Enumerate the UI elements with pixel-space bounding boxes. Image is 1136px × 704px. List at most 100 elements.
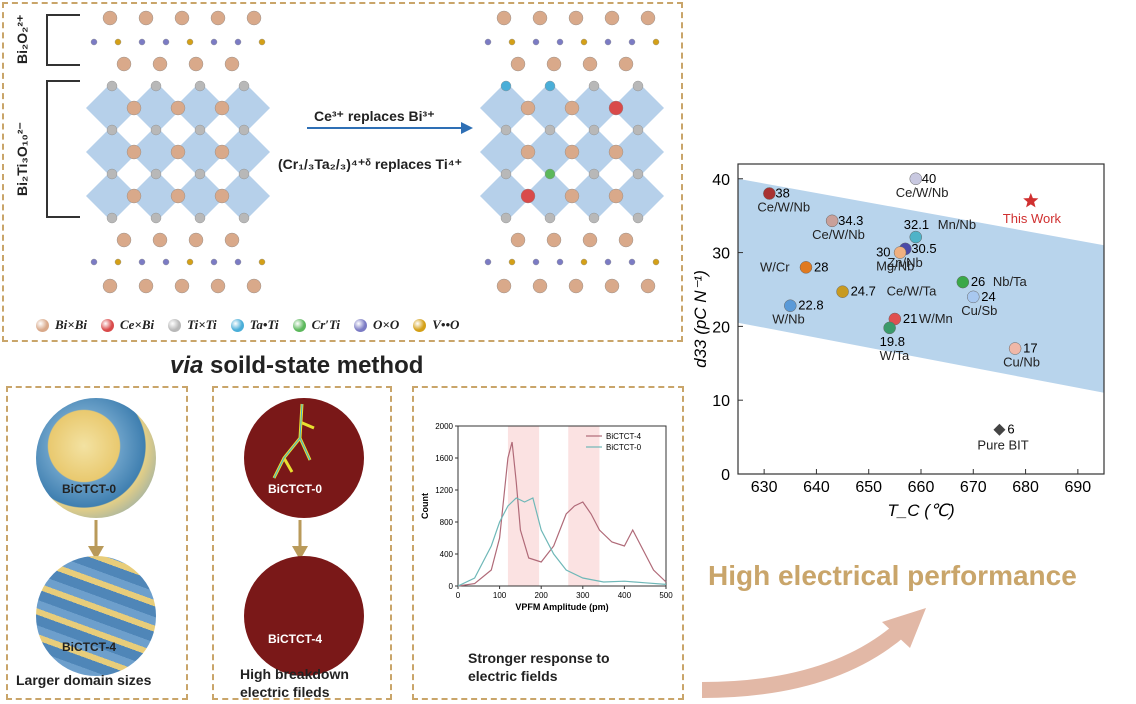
point-label: Pure BIT	[977, 438, 1028, 453]
atom	[102, 278, 118, 294]
atom	[510, 56, 526, 72]
atom	[532, 10, 548, 26]
atom	[582, 56, 598, 72]
atom	[568, 10, 584, 26]
down-arrow-2	[292, 520, 308, 560]
atom	[126, 100, 142, 116]
data-point	[909, 230, 923, 244]
atom	[102, 10, 118, 26]
atom	[544, 212, 556, 224]
atom	[152, 232, 168, 248]
point-label: Cu/Nb	[1003, 355, 1040, 370]
down-arrow-1	[88, 520, 104, 560]
y-axis-label: d33 (pC N⁻¹)	[691, 270, 710, 368]
legend-label: BiCTCT-4	[606, 432, 642, 441]
atom	[194, 212, 206, 224]
octahedron	[174, 82, 226, 134]
legend-dot	[230, 318, 244, 332]
y-tick-label: 1200	[435, 486, 453, 495]
legend-dot	[168, 318, 182, 332]
octahedron	[612, 82, 664, 134]
atom	[116, 56, 132, 72]
atom	[224, 232, 240, 248]
arrow-label-ce: Ce³⁺ replaces Bi³⁺	[314, 108, 435, 124]
atom	[546, 56, 562, 72]
atom	[194, 124, 206, 136]
atom	[170, 100, 186, 116]
y-tick-label: 30	[712, 246, 730, 263]
y-tick-label: 0	[449, 582, 454, 591]
crystal-structure-right	[480, 10, 664, 294]
atom	[604, 278, 620, 294]
atom	[484, 38, 492, 46]
point-label: Ce/W/Ta	[887, 284, 938, 299]
x-tick-label: 100	[493, 591, 507, 600]
panel-breakdown	[212, 386, 392, 700]
atom	[210, 278, 226, 294]
y-axis-label: Count	[420, 493, 430, 519]
legend-text: Ti×Ti	[187, 317, 217, 332]
octahedron	[174, 126, 226, 178]
atom	[580, 38, 588, 46]
point-value: 40	[922, 171, 936, 186]
atom	[546, 232, 562, 248]
series-line	[457, 441, 667, 587]
domain-image-top	[36, 398, 156, 518]
curved-arrow	[701, 608, 926, 698]
atom	[246, 278, 262, 294]
atom	[604, 38, 612, 46]
atom	[544, 168, 556, 180]
y-tick-label: 1600	[435, 454, 453, 463]
bi2o2-bracket	[46, 14, 80, 66]
atom	[210, 258, 218, 266]
atom	[618, 56, 634, 72]
atom	[510, 232, 526, 248]
atom	[564, 188, 580, 204]
atom	[210, 38, 218, 46]
atom	[258, 38, 266, 46]
y-tick-label: 20	[712, 319, 730, 336]
atom	[582, 232, 598, 248]
point-label: W/Cr	[760, 259, 790, 274]
legend-label: BiCTCT-0	[606, 443, 642, 452]
atom	[126, 144, 142, 160]
data-point	[883, 321, 896, 335]
legend-dot	[292, 318, 306, 332]
legend-item: O×O	[354, 317, 399, 333]
x-tick-label: 650	[855, 479, 882, 496]
octahedron	[174, 170, 226, 222]
octahedron	[480, 170, 532, 222]
legend-item: Ti×Ti	[168, 317, 217, 333]
octahedron	[130, 126, 182, 178]
breakdown-label-top: BiCTCT-0	[268, 482, 322, 496]
atom	[568, 278, 584, 294]
atom	[588, 168, 600, 180]
atom	[174, 278, 190, 294]
x-tick-label: 400	[618, 591, 632, 600]
legend-dot	[413, 318, 427, 332]
point-value: 30.5	[911, 241, 936, 256]
point-value: 6	[1007, 422, 1014, 437]
atom	[520, 188, 536, 204]
data-point	[956, 275, 970, 289]
legend-text: Ce×Bi	[119, 317, 155, 332]
atom	[170, 188, 186, 204]
atom	[532, 258, 540, 266]
atom	[618, 232, 634, 248]
x-tick-label: 500	[659, 591, 673, 600]
octahedron	[480, 82, 532, 134]
x-tick-label: 670	[960, 479, 987, 496]
via-rest: soild-state method	[203, 352, 424, 379]
point-label: Ce/W/Nb	[812, 227, 865, 242]
via-word: via	[170, 352, 204, 379]
point-label: Zn/Nb	[887, 255, 922, 270]
octahedron	[86, 170, 138, 222]
atom	[238, 80, 250, 92]
atom	[632, 80, 644, 92]
data-point	[1008, 342, 1022, 355]
bi2ti3o10-bracket	[46, 80, 80, 218]
atom	[224, 56, 240, 72]
